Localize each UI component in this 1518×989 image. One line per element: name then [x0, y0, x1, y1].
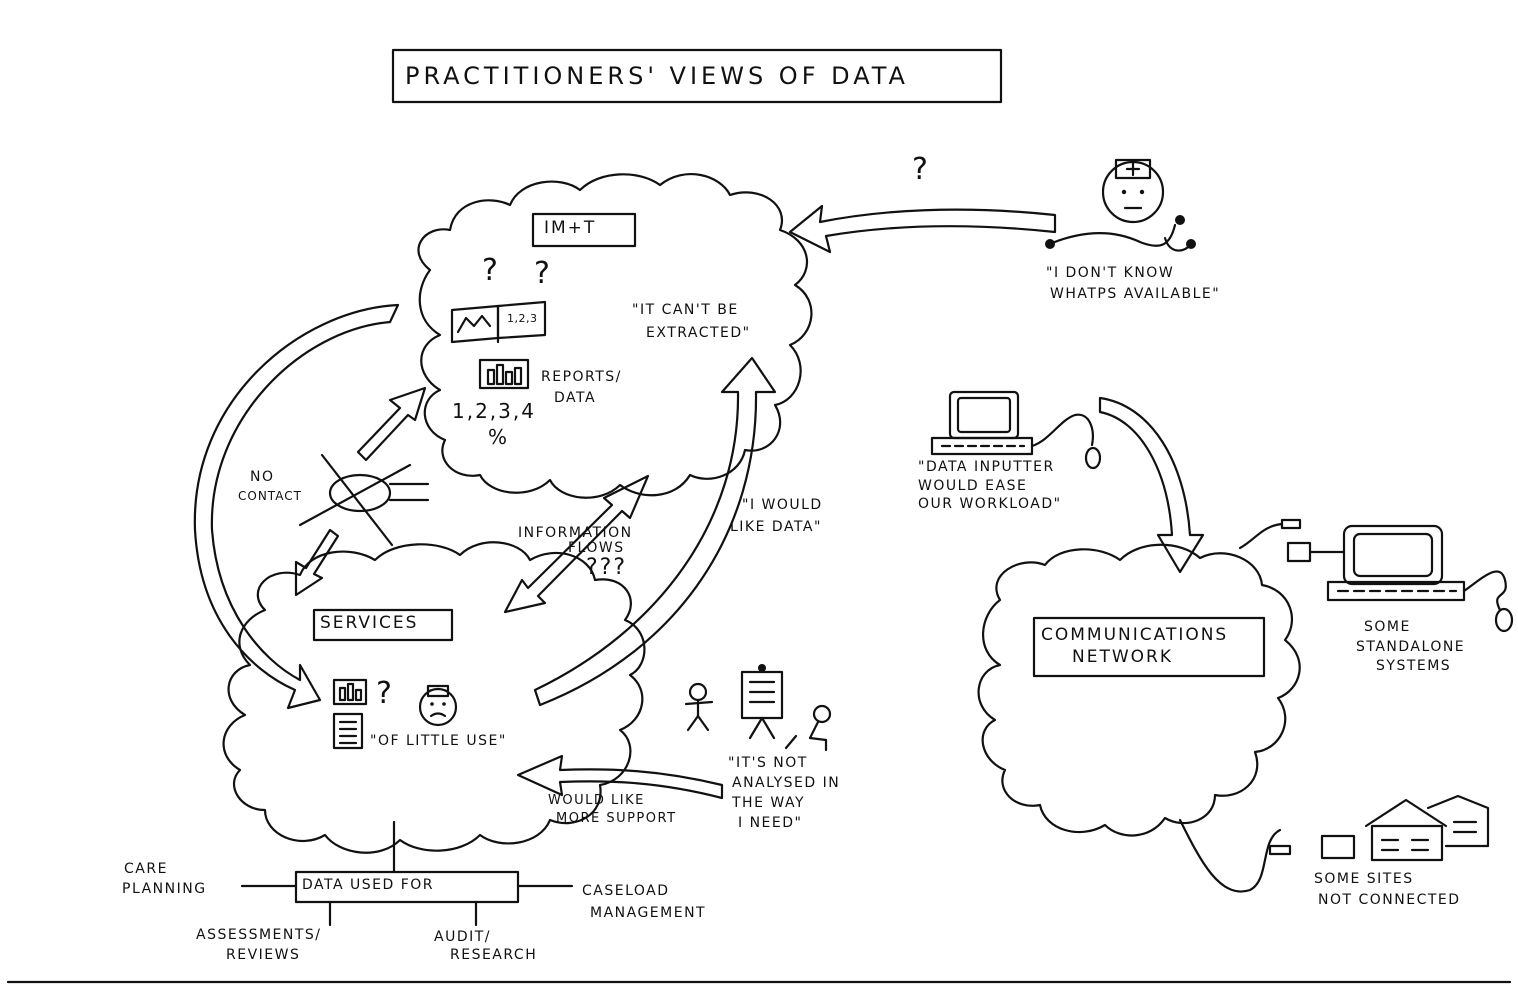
of-little-use-text: "OF LITTLE USE" — [370, 733, 507, 749]
imt-question-icon-1: ? — [482, 253, 498, 288]
dont-know-line2: WHATPS AVAILABLE" — [1050, 286, 1221, 302]
document-icon — [332, 712, 364, 750]
data-inputter-line3: OUR WORKLOAD" — [918, 496, 1062, 512]
services-bar-chart-icon — [332, 678, 368, 706]
nurse-question-icon: ? — [912, 152, 928, 187]
caseload-line1: CASELOAD — [582, 883, 670, 899]
book-icon — [450, 300, 547, 344]
arrow-contact-to-imt — [356, 386, 427, 462]
not-analysed-line1: "IT'S NOT — [728, 755, 808, 771]
standalone-line3: SYSTEMS — [1376, 658, 1452, 674]
services-cloud — [222, 541, 646, 854]
information-flows-line2: FLOWS — [568, 540, 625, 556]
audit-line1: AUDIT/ — [434, 929, 492, 945]
imt-cloud — [417, 173, 813, 499]
arrow-analysis-to-services — [516, 754, 724, 800]
standalone-line2: STANDALONE — [1356, 639, 1466, 655]
computer-icon — [930, 390, 1102, 470]
arrow-contact-to-services — [294, 528, 340, 597]
flipchart-icon — [740, 664, 784, 740]
page-title: PRACTITIONERS' VIEWS OF DATA — [405, 62, 909, 90]
imt-question-icon-2: ? — [534, 256, 550, 291]
not-analysed-line3: THE WAY — [732, 795, 805, 811]
sad-nurse-face-icon — [418, 684, 458, 727]
seated-figure — [784, 704, 832, 752]
arrow-computer-to-network — [1098, 396, 1205, 574]
care-planning-line2: PLANNING — [122, 881, 207, 897]
arrow-information-flows — [503, 474, 650, 614]
cant-extract-line1: "IT CAN'T BE — [632, 302, 739, 318]
data-used-for-text: DATA USED FOR — [302, 877, 435, 893]
standalone-line1: SOME — [1364, 619, 1411, 635]
assessments-line2: REVIEWS — [226, 947, 301, 963]
reports-label-line1: REPORTS/ — [541, 369, 622, 385]
audit-line2: RESEARCH — [450, 947, 538, 963]
caseload-line2: MANAGEMENT — [590, 905, 707, 921]
network-label-box — [1032, 616, 1266, 678]
stethoscope-icon — [1045, 215, 1196, 252]
title-box — [391, 48, 1003, 104]
arrow-nurse-to-imt — [788, 204, 1057, 254]
information-flows-line3: ??? — [586, 555, 628, 580]
information-flows-line1: INFORMATION — [518, 525, 633, 541]
would-like-data-line1: "I WOULD — [742, 497, 823, 513]
dont-know-line1: "I DON'T KNOW — [1046, 265, 1175, 281]
services-label-box — [312, 608, 454, 642]
houses-icon — [1268, 794, 1490, 862]
book-text: 1,2,3 — [507, 312, 538, 325]
no-contact-line1: NO — [250, 469, 275, 485]
no-contact-line2: CONTACT — [238, 489, 302, 503]
not-analysed-line4: I NEED" — [738, 815, 803, 831]
nurse-face-icon — [1101, 158, 1165, 224]
cant-extract-line2: EXTRACTED" — [646, 325, 751, 341]
not-connected-line1: SOME SITES — [1314, 871, 1414, 887]
network-label-line2: NETWORK — [1072, 647, 1173, 667]
numbers-text: 1,2,3,4 — [452, 399, 536, 423]
more-support-line1: WOULD LIKE — [548, 793, 645, 808]
services-label: SERVICES — [320, 613, 419, 633]
would-like-data-line2: LIKE DATA" — [730, 519, 822, 535]
network-cable — [1178, 818, 1282, 893]
not-connected-line2: NOT CONNECTED — [1318, 892, 1461, 908]
arrow-imt-to-services — [193, 303, 400, 710]
imt-label: IM+T — [544, 218, 597, 238]
care-planning-line1: CARE — [124, 861, 168, 877]
data-inputter-line2: WOULD EASE — [918, 478, 1028, 494]
bar-chart-icon — [478, 358, 530, 390]
services-question-icon: ? — [376, 676, 392, 711]
standalone-computer-icon — [1238, 518, 1514, 633]
reports-label-line2: DATA — [554, 390, 597, 406]
more-support-line2: MORE SUPPORT — [556, 811, 677, 826]
not-analysed-line2: ANALYSED IN — [732, 775, 841, 791]
imt-label-box — [531, 212, 637, 248]
percent-text: % — [488, 425, 510, 449]
presenter-figure — [684, 682, 714, 732]
network-cloud — [977, 543, 1301, 837]
data-inputter-line1: "DATA INPUTTER — [918, 459, 1055, 475]
network-label-line1: COMMUNICATIONS — [1041, 625, 1229, 645]
no-contact-cross — [298, 453, 430, 547]
assessments-line1: ASSESSMENTS/ — [196, 927, 322, 943]
arrow-services-to-imt — [533, 356, 777, 707]
